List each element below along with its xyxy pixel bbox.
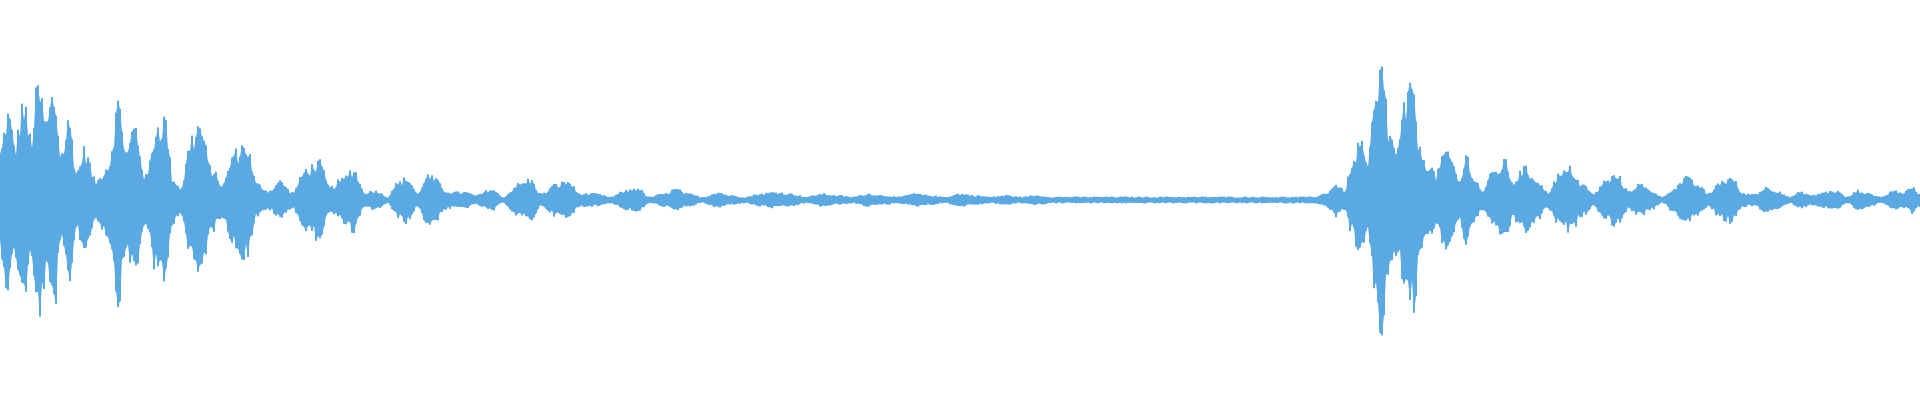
waveform-detail	[0, 66, 1920, 336]
